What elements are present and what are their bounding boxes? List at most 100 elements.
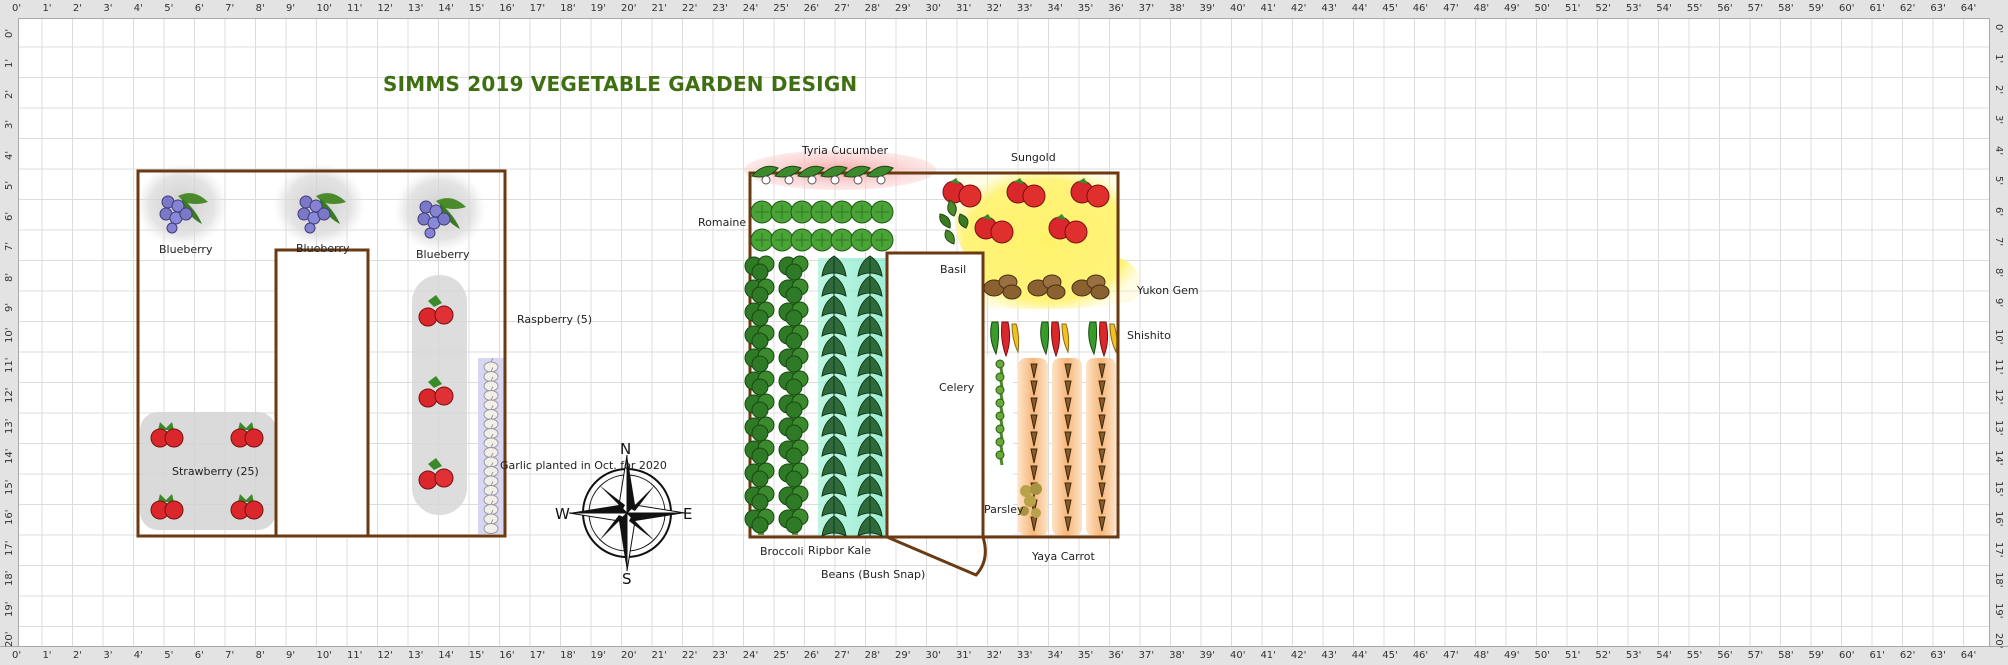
pepper-icon [1088, 321, 1118, 358]
garlic-icon [483, 519, 499, 534]
carrot-icon [1064, 482, 1072, 498]
garden-canvas[interactable] [19, 19, 1989, 646]
ruler-x-tick: 16' [499, 3, 515, 14]
ruler-x-tick: 30' [925, 650, 941, 661]
ruler-x-tick: 44' [1351, 3, 1368, 14]
pepper-icon [990, 321, 1020, 358]
ruler-x-tick: 61' [1869, 3, 1885, 14]
carrot-icon [1098, 414, 1106, 430]
celery-label: Celery [939, 381, 975, 394]
ruler-x-tick: 27' [834, 3, 850, 14]
right-garden-bed[interactable] [744, 150, 1140, 577]
carrot-row-3 [1086, 358, 1116, 536]
broccoli-icon [778, 278, 809, 305]
romaine-icon [770, 200, 794, 224]
broccoli-icon [744, 278, 775, 305]
kale-icon [821, 435, 847, 457]
carrot-icon [1098, 380, 1106, 396]
kale-icon [821, 515, 847, 537]
romaine-icon [830, 228, 854, 252]
broccoli-icon [744, 462, 775, 489]
garlic-icon [483, 471, 499, 487]
raspberry-label: Raspberry (5) [517, 313, 593, 326]
celery-icon [995, 450, 1005, 466]
ruler-x-tick: 55' [1686, 3, 1703, 14]
ruler-x-tick: 47' [1443, 3, 1459, 14]
right-path [885, 251, 985, 539]
carrot-icon [1098, 482, 1106, 498]
celery-icon [995, 411, 1005, 427]
ruler-x-tick: 44' [1351, 650, 1368, 661]
ruler-x-tick: 21' [651, 650, 667, 661]
raspberry-icon [418, 295, 454, 327]
broccoli-icon [778, 324, 809, 351]
cucumber-icon [797, 165, 825, 185]
yukon-label: Yukon Gem [1137, 284, 1199, 297]
ruler-x-tick: 56' [1717, 3, 1733, 14]
ruler-x-tick: 11' [346, 3, 363, 14]
kale-icon [857, 335, 883, 357]
carrot-icon [1064, 431, 1072, 447]
ruler-x-tick: 26' [803, 650, 820, 661]
ruler-x-tick: 57' [1747, 650, 1764, 661]
ruler-x-tick: 49' [1504, 3, 1520, 14]
ruler-x-tick: 42' [1290, 3, 1307, 14]
cucumber-icon [751, 165, 779, 185]
tomato-icon [1048, 214, 1088, 244]
ruler-x-tick: 45' [1382, 3, 1398, 14]
kale-label: Ripbor Kale [808, 544, 871, 557]
tomato-icon [1070, 178, 1110, 208]
ruler-x-tick: 63' [1930, 650, 1946, 661]
ruler-x-tick: 36' [1108, 3, 1124, 14]
cucumber-label: Tyria Cucumber [802, 144, 888, 157]
ruler-x-tick: 18' [560, 650, 576, 661]
carrot-icon [1098, 499, 1106, 515]
ruler-x-tick: 7' [225, 3, 235, 14]
ruler-x-tick: 25' [773, 650, 789, 661]
ruler-x-tick: 29' [895, 3, 911, 14]
ruler-x-tick: 39' [1199, 3, 1216, 14]
kale-icons [821, 255, 883, 537]
strawberry-icon [150, 494, 184, 520]
ruler-x-tick: 16' [499, 650, 515, 661]
ruler-x-tick: 31' [955, 650, 972, 661]
ruler-x-tick: 12' [377, 3, 393, 14]
ruler-x-tick: 3' [103, 3, 113, 14]
romaine-icon [810, 200, 834, 224]
ruler-x-tick: 1' [42, 650, 52, 661]
ruler-left: 0'1'2'3'4'5'6'7'8'9'10'11'12'13'14'15'16… [0, 18, 19, 647]
ruler-x-tick: 43' [1321, 3, 1337, 14]
romaine-icon [850, 228, 874, 252]
ruler-x-tick: 24' [742, 650, 759, 661]
ruler-x-tick: 19' [590, 3, 607, 14]
left-garden-bed[interactable] [136, 163, 507, 538]
celery-icon [995, 437, 1005, 453]
broccoli-icon [778, 255, 809, 282]
ruler-x-tick: 34' [1047, 650, 1063, 661]
ruler-x-tick: 62' [1899, 3, 1916, 14]
carrot-icon [1030, 414, 1038, 430]
romaine-icon [810, 228, 834, 252]
left-path [274, 248, 370, 538]
ruler-x-tick: 13' [407, 650, 424, 661]
broccoli-icon [744, 508, 775, 535]
broccoli-icon [778, 393, 809, 420]
cucumber-icon [820, 165, 848, 185]
broccoli-icon [744, 485, 775, 512]
broccoli-icon [778, 416, 809, 443]
kale-icon [857, 475, 883, 497]
cucumber-icon [866, 165, 894, 185]
ruler-x-tick: 20' [621, 650, 637, 661]
gate [886, 535, 987, 577]
ruler-x-tick: 6' [194, 3, 204, 14]
ruler-x-tick: 62' [1899, 650, 1916, 661]
ruler-x-tick: 48' [1473, 650, 1490, 661]
carrot-icon [1098, 431, 1106, 447]
romaine-icon [870, 200, 894, 224]
kale-icon [821, 395, 847, 417]
strawberry-label: Strawberry (25) [172, 465, 259, 478]
garlic-icon [483, 386, 499, 401]
kale-icon [821, 315, 847, 337]
ruler-x-tick: 59' [1808, 3, 1825, 14]
raspberry-icon [418, 376, 454, 408]
